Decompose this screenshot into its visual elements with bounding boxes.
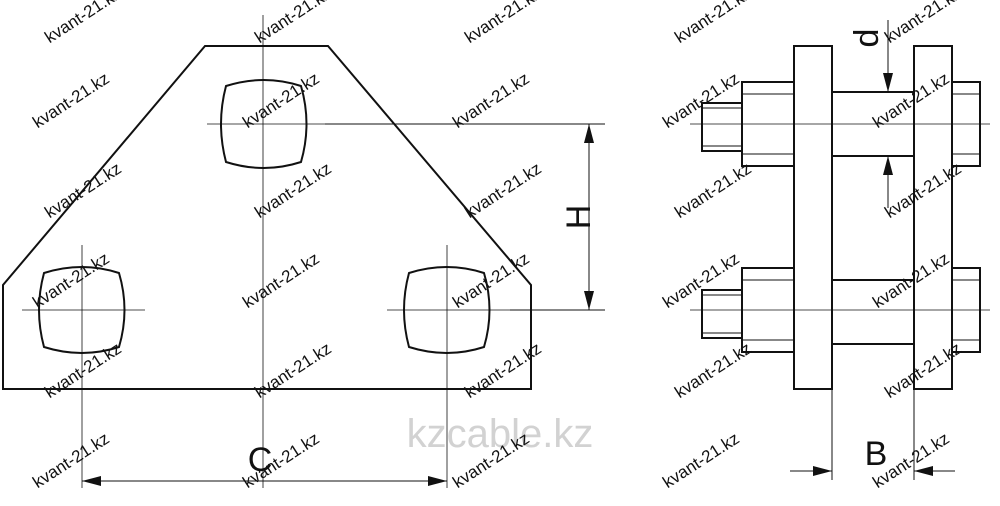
spacing-dimension: C xyxy=(82,441,447,486)
diameter-dimension: d xyxy=(848,20,893,208)
arrowhead xyxy=(584,124,594,143)
watermark-small: kvant-21.kz xyxy=(671,159,754,222)
height-label: H xyxy=(560,205,598,230)
watermark-small: kvant-21.kz xyxy=(41,0,124,47)
center-lines xyxy=(22,15,510,488)
watermark-small: kvant-21.kz xyxy=(881,0,964,47)
watermark-small: kvant-21.kz xyxy=(449,69,532,132)
front-view: H C xyxy=(1,15,605,488)
arrowhead xyxy=(883,73,893,92)
spacing-label: C xyxy=(248,441,273,479)
height-dimension: H xyxy=(325,123,605,311)
thread-upper xyxy=(701,102,743,152)
bolt-shank-lower xyxy=(831,279,915,345)
watermark-large: kzcable.kz xyxy=(407,412,594,456)
arrowhead xyxy=(914,466,933,476)
thickness-dimension: B xyxy=(790,389,955,480)
diameter-label: d xyxy=(848,29,886,48)
arrowhead xyxy=(813,466,832,476)
watermark-small: kvant-21.kz xyxy=(671,339,754,402)
arrowhead xyxy=(584,291,594,310)
triangular-plate xyxy=(1,45,532,390)
thickness-label: B xyxy=(865,435,888,473)
arrowhead xyxy=(428,476,447,486)
thread-lower xyxy=(701,289,743,339)
plate-left-edge xyxy=(793,45,833,390)
watermark-small: kvant-21.kz xyxy=(461,159,544,222)
side-view: d B xyxy=(690,20,990,480)
watermark-small: kvant-21.kz xyxy=(461,0,544,47)
watermark-small: kvant-21.kz xyxy=(671,0,754,47)
plate-right-edge xyxy=(913,45,953,390)
arrowhead xyxy=(82,476,101,486)
watermark-small: kvant-21.kz xyxy=(659,429,742,492)
arrowhead xyxy=(883,156,893,175)
watermark-small: kvant-21.kz xyxy=(29,69,112,132)
watermark-small: kvant-21.kz xyxy=(251,0,334,47)
